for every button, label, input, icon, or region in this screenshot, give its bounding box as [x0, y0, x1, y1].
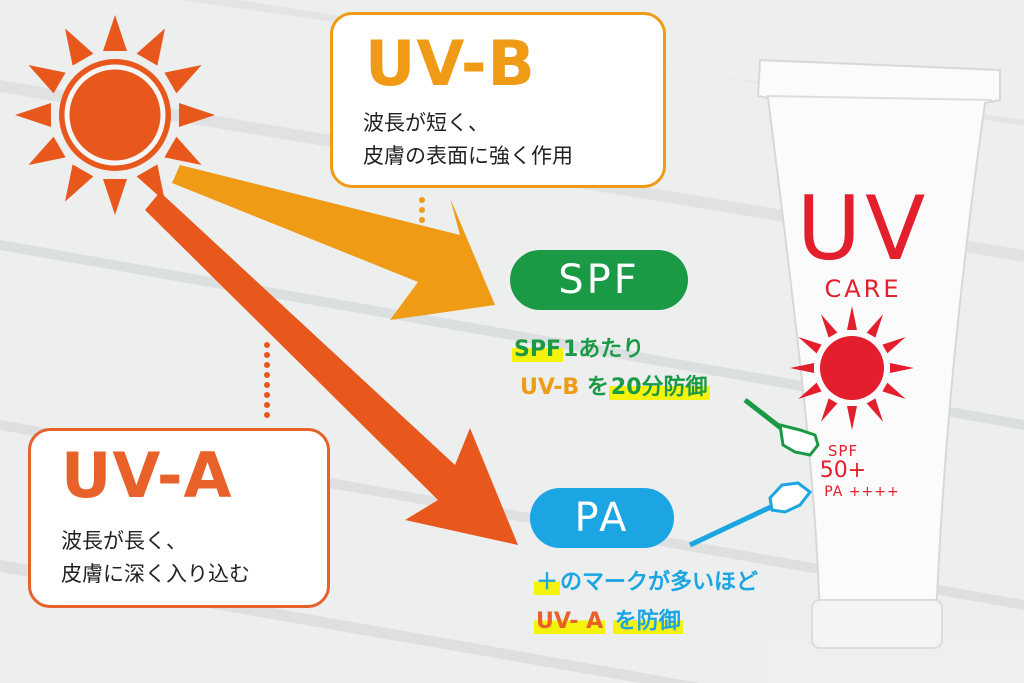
- uvb-arrow-icon: [172, 165, 495, 320]
- pa-note-line1: ＋のマークが多いほど: [534, 568, 758, 598]
- spf-note-20min: 20分防御: [608, 375, 710, 400]
- spf-note-spf: SPF: [512, 337, 563, 362]
- pointing-hand-icon-pa: [768, 481, 813, 514]
- sunscreen-tube: [756, 58, 1001, 649]
- pa-note-plus: ＋: [534, 570, 561, 595]
- dotted-connector-uva: [264, 342, 270, 418]
- pa-pointer-line: [688, 502, 777, 548]
- tube-care-text: CARE: [824, 275, 902, 303]
- pa-label: PA: [530, 488, 674, 548]
- spf-note-uvb: UV-B: [520, 375, 580, 400]
- spf-label: SPF: [510, 250, 688, 310]
- uva-info-box: UV-A 波長が長く、 皮膚に深く入り込む: [28, 428, 330, 608]
- spf-note-wo: を: [586, 375, 609, 400]
- uvb-description: 波長が短く、 皮膚の表面に強く作用: [363, 111, 573, 168]
- uva-arrow-icon: [145, 192, 518, 545]
- spf-note-line1: SPF1あたり: [512, 335, 644, 365]
- uvb-title: UV-B: [365, 27, 536, 100]
- spf-note-line2: UV-B を20分防御: [520, 373, 710, 403]
- tube-sun-icon: [790, 306, 914, 430]
- uva-title: UV-A: [61, 439, 233, 512]
- tube-spf-value: 50+: [819, 458, 867, 483]
- uvb-info-box: UV-B 波長が短く、 皮膚の表面に強く作用: [330, 12, 666, 188]
- pa-note-uva: UV- A: [534, 609, 606, 634]
- sun-icon: [15, 15, 215, 215]
- pa-note-protect: を防御: [612, 609, 683, 634]
- tube-uv-text: UV: [796, 177, 930, 280]
- dotted-connector-uvb: [419, 197, 425, 243]
- pa-note-line2: UV- A を防御: [534, 607, 683, 637]
- tube-spf-text: SPF: [827, 442, 859, 460]
- spf-note-per: 1あたり: [563, 337, 645, 362]
- pointing-hand-icon-spf: [778, 422, 820, 457]
- uva-description: 波長が長く、 皮膚に深く入り込む: [61, 529, 250, 586]
- tube-pa-text: PA ++++: [824, 484, 900, 500]
- pa-note-more: のマークが多いほど: [560, 570, 759, 595]
